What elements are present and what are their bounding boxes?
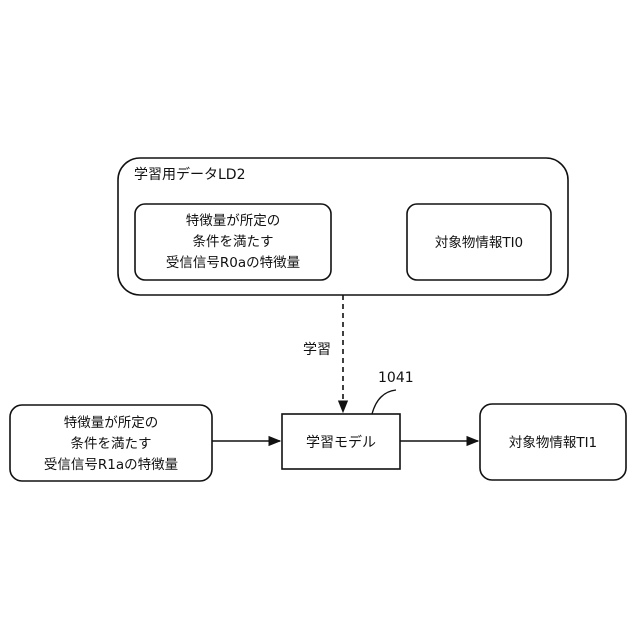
training-feature-line-2: 条件を満たす [193, 233, 274, 250]
training-target-label: 対象物情報TI0 [435, 235, 523, 251]
learning-arrow-label: 学習 [303, 342, 331, 358]
input-feature-line-3: 受信信号R1aの特徴量 [44, 457, 178, 473]
input-feature-line-2: 条件を満たす [71, 435, 152, 452]
training-feature-line-3: 受信信号R0aの特徴量 [166, 255, 300, 271]
output-target-label: 対象物情報TI1 [509, 435, 597, 451]
training-feature-line-1: 特徴量が所定の [186, 213, 281, 229]
model-reference-number: 1041 [378, 370, 414, 386]
input-feature-line-1: 特徴量が所定の [64, 415, 159, 431]
model-reference-leader [372, 390, 396, 414]
training-data-title: 学習用データLD2 [134, 166, 246, 183]
learning-model-label: 学習モデル [306, 434, 376, 451]
